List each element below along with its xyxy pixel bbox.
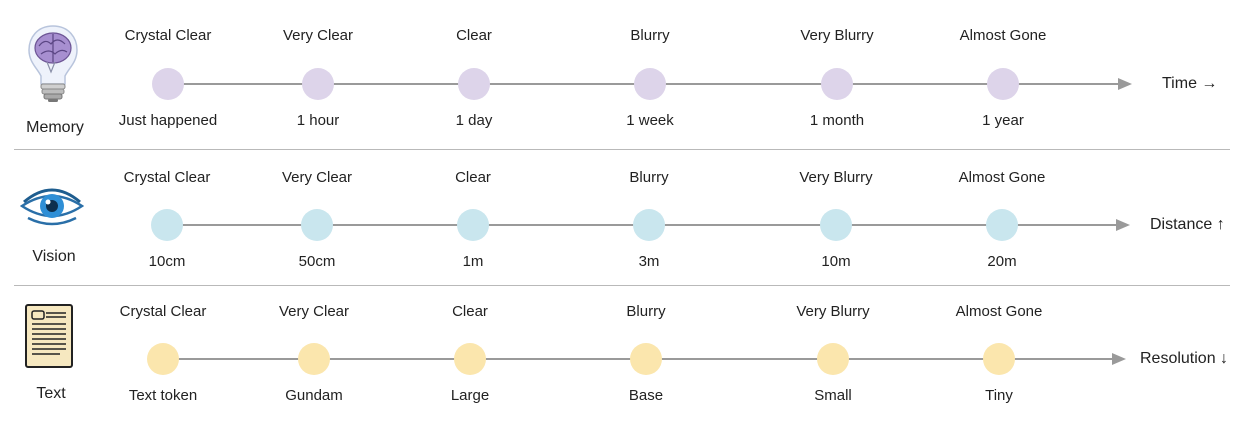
clarity-label: Crystal Clear bbox=[124, 27, 212, 44]
level-dot bbox=[457, 209, 489, 241]
scale-label: 1 month bbox=[809, 112, 865, 129]
clarity-label: Very Clear bbox=[278, 303, 350, 320]
clarity-label: Very Blurry bbox=[799, 169, 873, 186]
row-label-text: Text bbox=[36, 385, 66, 402]
clarity-label: Crystal Clear bbox=[119, 303, 207, 320]
scale-label: 1 day bbox=[455, 112, 493, 129]
row-divider bbox=[14, 149, 1230, 150]
scale-label: Tiny bbox=[985, 387, 1013, 404]
arrowhead-icon bbox=[1118, 78, 1132, 90]
level-dot bbox=[817, 343, 849, 375]
scale-label: Text token bbox=[128, 387, 198, 404]
clarity-label: Very Blurry bbox=[800, 27, 874, 44]
scale-label: Just happened bbox=[118, 112, 218, 129]
scale-label: 1 hour bbox=[296, 112, 340, 129]
clarity-label: Blurry bbox=[630, 27, 670, 44]
level-dot bbox=[630, 343, 662, 375]
clarity-label: Clear bbox=[456, 27, 492, 44]
clarity-label: Almost Gone bbox=[955, 303, 1043, 320]
clarity-label: Blurry bbox=[629, 169, 669, 186]
clarity-label: Clear bbox=[455, 169, 491, 186]
level-dot bbox=[633, 209, 665, 241]
scale-label: Small bbox=[814, 387, 852, 404]
eye-icon bbox=[19, 178, 85, 235]
scale-label: 10m bbox=[821, 253, 851, 270]
scale-label: 50cm bbox=[298, 253, 336, 270]
arrowhead-icon bbox=[1116, 219, 1130, 231]
clarity-label: Almost Gone bbox=[958, 169, 1046, 186]
scale-label: Gundam bbox=[285, 387, 343, 404]
clarity-label: Crystal Clear bbox=[123, 169, 211, 186]
level-dot bbox=[298, 343, 330, 375]
level-dot bbox=[987, 68, 1019, 100]
scale-label: 1 year bbox=[982, 112, 1024, 129]
scale-label: 1 week bbox=[626, 112, 674, 129]
clarity-label: Almost Gone bbox=[959, 27, 1047, 44]
clarity-label: Clear bbox=[452, 303, 488, 320]
level-dot bbox=[152, 68, 184, 100]
document-icon bbox=[24, 303, 74, 374]
level-dot bbox=[983, 343, 1015, 375]
clarity-label: Very Blurry bbox=[796, 303, 870, 320]
level-dot bbox=[301, 209, 333, 241]
level-dot bbox=[454, 343, 486, 375]
axis-title-memory: Time → bbox=[1162, 75, 1218, 92]
clarity-label: Very Clear bbox=[281, 169, 353, 186]
axis-title-vision: Distance ↑ bbox=[1150, 216, 1225, 233]
level-dot bbox=[147, 343, 179, 375]
level-dot bbox=[986, 209, 1018, 241]
scale-label: 3m bbox=[638, 253, 660, 270]
row-label-vision: Vision bbox=[32, 248, 76, 265]
scale-label: 20m bbox=[987, 253, 1017, 270]
level-dot bbox=[821, 68, 853, 100]
scale-label: Large bbox=[450, 387, 490, 404]
level-dot bbox=[820, 209, 852, 241]
level-dot bbox=[634, 68, 666, 100]
level-dot bbox=[458, 68, 490, 100]
row-divider bbox=[14, 285, 1230, 286]
level-dot bbox=[302, 68, 334, 100]
axis-title-text: Resolution ↓ bbox=[1140, 350, 1229, 367]
scale-label: 1m bbox=[462, 253, 484, 270]
level-dot bbox=[151, 209, 183, 241]
scale-label: 10cm bbox=[148, 253, 186, 270]
lightbulb-brain-icon bbox=[23, 22, 83, 109]
scale-label: Base bbox=[628, 387, 664, 404]
arrowhead-icon bbox=[1112, 353, 1126, 365]
row-label-memory: Memory bbox=[26, 119, 84, 136]
clarity-label: Very Clear bbox=[282, 27, 354, 44]
clarity-label: Blurry bbox=[626, 303, 666, 320]
